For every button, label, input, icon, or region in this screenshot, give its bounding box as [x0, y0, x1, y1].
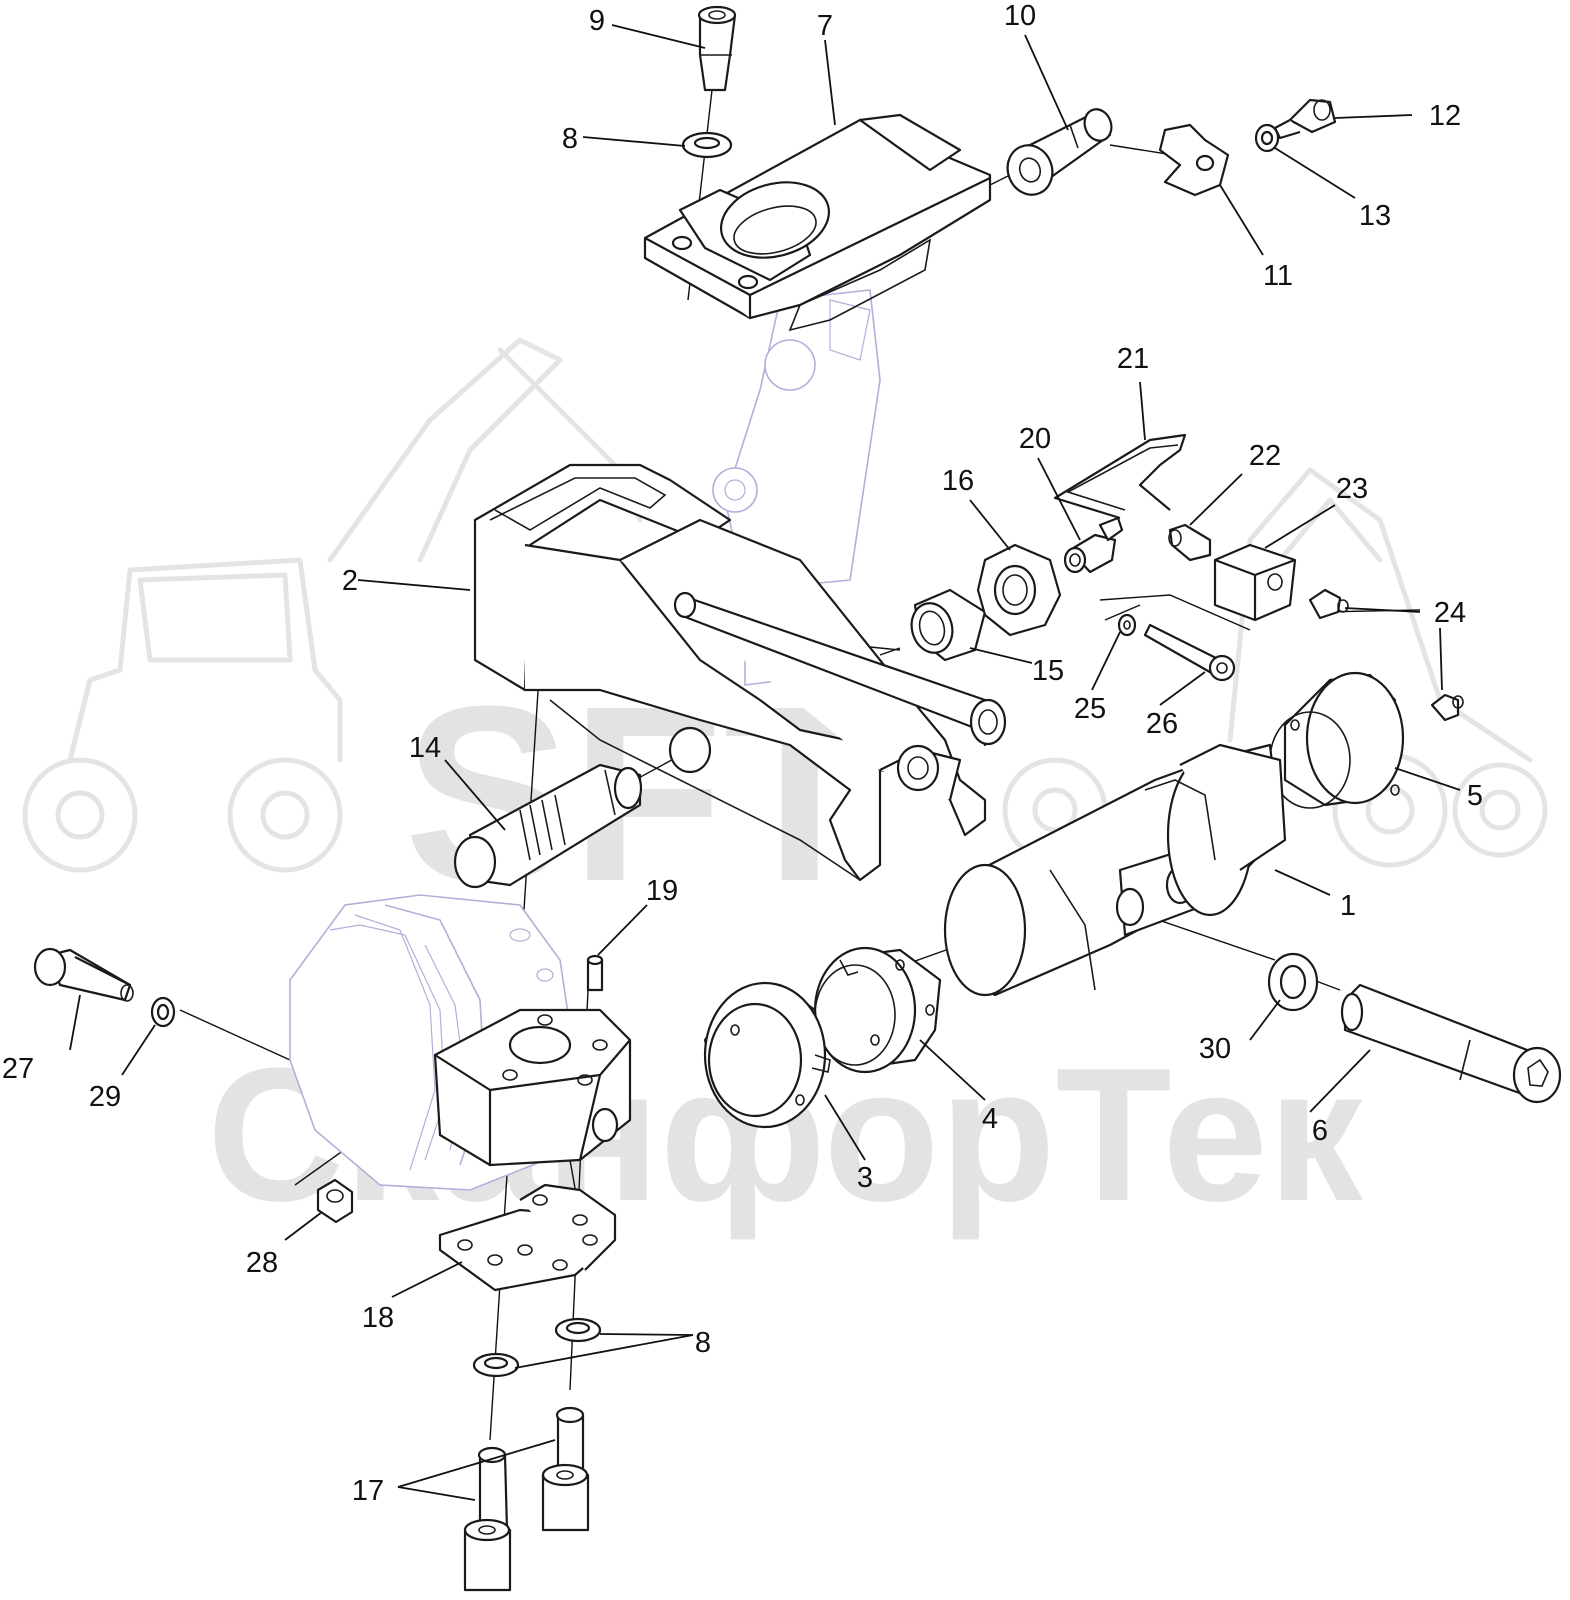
callout-3: 3 [857, 1162, 873, 1194]
part-3-slotted-nut [703, 981, 831, 1129]
callout-2: 2 [342, 565, 358, 597]
callout-28: 28 [246, 1247, 278, 1279]
part-25-washer [1117, 613, 1137, 637]
callout-1: 1 [1340, 890, 1356, 922]
callout-12: 12 [1429, 100, 1461, 132]
part-5-flange-bushing [1269, 671, 1405, 809]
part-19-dowel-pin [586, 954, 604, 992]
part-7-mounting-bracket [643, 113, 992, 332]
callout-6: 6 [1312, 1115, 1328, 1147]
part-24-grease-nipples [1308, 588, 1464, 722]
callout-18: 18 [362, 1302, 394, 1334]
callout-30: 30 [1199, 1033, 1231, 1065]
part-23-block [1213, 543, 1297, 622]
part-22-adapter [1168, 523, 1212, 562]
callout-24: 24 [1434, 597, 1466, 629]
part-9-cap-screw [697, 5, 737, 92]
part-13-washer [1254, 123, 1280, 153]
part-20-angle-fitting [1063, 516, 1124, 574]
callout-26: 26 [1146, 708, 1178, 740]
part-26-bolt [1143, 623, 1236, 682]
callout-14: 14 [409, 732, 441, 764]
callout-4: 4 [982, 1103, 998, 1135]
part-12-screw [1273, 98, 1337, 140]
part-16-hex-nut [976, 543, 1062, 637]
callout-19: 19 [646, 875, 678, 907]
part-11-lock-plate [1158, 123, 1230, 197]
leader-lines [69, 24, 1461, 1501]
part-21-tube [1053, 433, 1187, 520]
part-28-nut [316, 1178, 354, 1224]
part-2-swing-arm [473, 463, 1007, 882]
callout-22: 22 [1249, 440, 1281, 472]
callout-25: 25 [1074, 693, 1106, 725]
callout-20: 20 [1019, 423, 1051, 455]
callout-10: 10 [1004, 0, 1036, 32]
part-29-washer [150, 996, 176, 1028]
callout-16: 16 [942, 465, 974, 497]
callout-21: 21 [1117, 343, 1149, 375]
part-8-washers [472, 131, 733, 1378]
part-6-long-bolt [1340, 983, 1562, 1104]
callout-11: 11 [1263, 260, 1293, 292]
part-15-bushing [910, 588, 987, 662]
part-30-washer [1267, 952, 1319, 1012]
part-4-slotted-bushing [813, 946, 942, 1074]
part-1-main-shaft [943, 743, 1287, 997]
callout-15: 15 [1032, 655, 1064, 687]
part-17-bolts [463, 1406, 590, 1592]
callout-8-top: 8 [562, 123, 578, 155]
part-14-pivot-pin [453, 763, 643, 889]
callout-7: 7 [817, 10, 833, 42]
callout-27: 27 [2, 1053, 34, 1085]
callout-17: 17 [352, 1475, 384, 1507]
callout-13: 13 [1359, 200, 1391, 232]
part-27-bolt [33, 947, 134, 1002]
callout-9: 9 [589, 5, 605, 37]
callout-labels: 1 2 3 4 5 6 7 8 8 9 10 11 12 13 14 15 16… [2, 0, 1483, 1507]
callout-5: 5 [1467, 780, 1483, 812]
motor-flange-block [433, 1008, 632, 1167]
callout-29: 29 [89, 1081, 121, 1113]
part-10-pin [1006, 108, 1113, 196]
callout-8-bottom: 8 [695, 1327, 711, 1359]
callout-23: 23 [1336, 473, 1368, 505]
part-18-plate [438, 1183, 617, 1292]
